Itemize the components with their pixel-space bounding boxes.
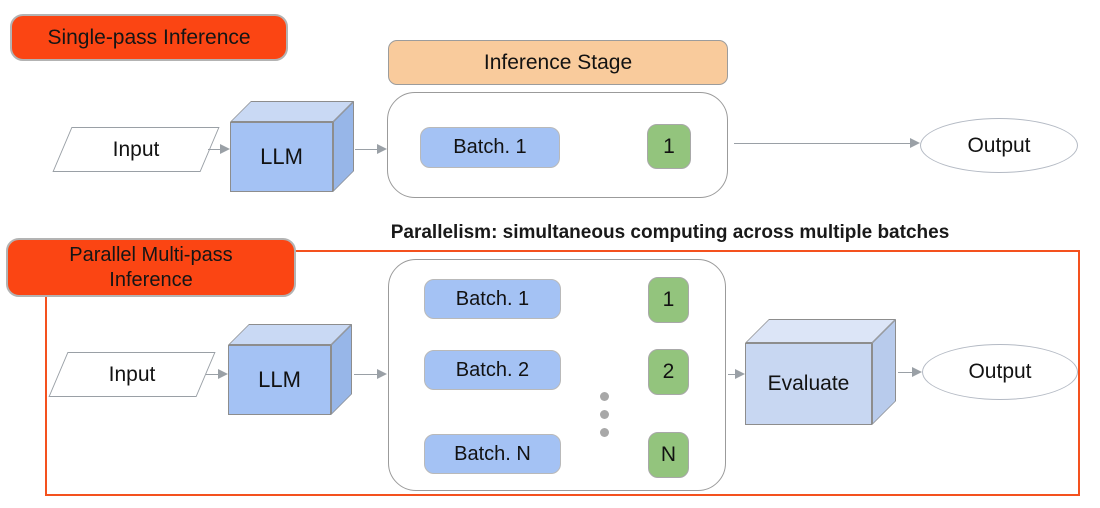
batch-chip-text: Batch. 1: [453, 136, 527, 158]
inference-stage-header-text: Inference Stage: [483, 50, 633, 74]
batch-chip: Batch. 2: [424, 350, 561, 390]
batch-index-chip: 1: [648, 277, 689, 323]
input-parallelogram-bottom: Input: [48, 352, 216, 397]
ellipsis-dots-icon: [600, 392, 609, 446]
batch-chip-text: Batch. N: [454, 442, 531, 465]
batch-index-chip: 1: [647, 124, 691, 169]
batch-index-text: 1: [663, 134, 675, 158]
batch-chip: Batch. N: [424, 434, 561, 474]
cube-front-face: LLM: [228, 345, 331, 415]
cube-front-face: Evaluate: [745, 343, 872, 425]
parallel-multipass-label: Parallel Multi-pass Inference: [6, 238, 296, 297]
arrow-llm-to-stage-bottom: [354, 369, 387, 379]
single-pass-label: Single-pass Inference: [10, 14, 288, 61]
input-label-top: Input: [112, 137, 160, 161]
batch-chip-text: Batch. 2: [455, 358, 530, 381]
arrow-stage-to-output-top: [734, 138, 920, 148]
cube-front-face: LLM: [230, 122, 333, 192]
batch-index-text: 1: [662, 288, 675, 311]
batch-chip-text: Batch. 1: [455, 287, 530, 310]
batch-chip: Batch. 1: [420, 127, 560, 168]
arrow-input-to-llm-top: [208, 144, 230, 154]
output-ellipse-bottom: Output: [922, 344, 1078, 400]
evaluate-label: Evaluate: [767, 372, 850, 395]
llm-label-top: LLM: [260, 144, 303, 169]
llm-label-bottom: LLM: [258, 367, 301, 392]
batch-index-text: 2: [662, 360, 675, 383]
output-label-bottom: Output: [968, 360, 1032, 383]
arrow-evaluate-to-output: [898, 367, 922, 377]
input-parallelogram-top: Input: [52, 127, 220, 172]
batch-index-chip: 2: [648, 349, 689, 395]
arrow-stage-to-evaluate: [728, 369, 745, 379]
output-label-top: Output: [967, 133, 1031, 157]
single-pass-label-text: Single-pass Inference: [47, 25, 251, 49]
arrow-input-to-llm-bottom: [206, 369, 228, 379]
parallel-section-boundary: [45, 250, 1080, 496]
output-ellipse-top: Output: [920, 118, 1078, 173]
arrow-llm-to-stage-top: [355, 144, 387, 154]
batch-index-text: N: [660, 443, 677, 466]
parallel-multipass-label-text: Parallel Multi-pass Inference: [69, 244, 233, 291]
batch-chip: Batch. 1: [424, 279, 561, 319]
batch-index-chip: N: [648, 432, 689, 478]
cube-top-face: [745, 319, 896, 343]
input-label-bottom: Input: [108, 362, 156, 386]
inference-stage-header: Inference Stage: [388, 40, 728, 85]
parallelism-title: Parallelism: simultaneous computing acro…: [390, 222, 950, 243]
